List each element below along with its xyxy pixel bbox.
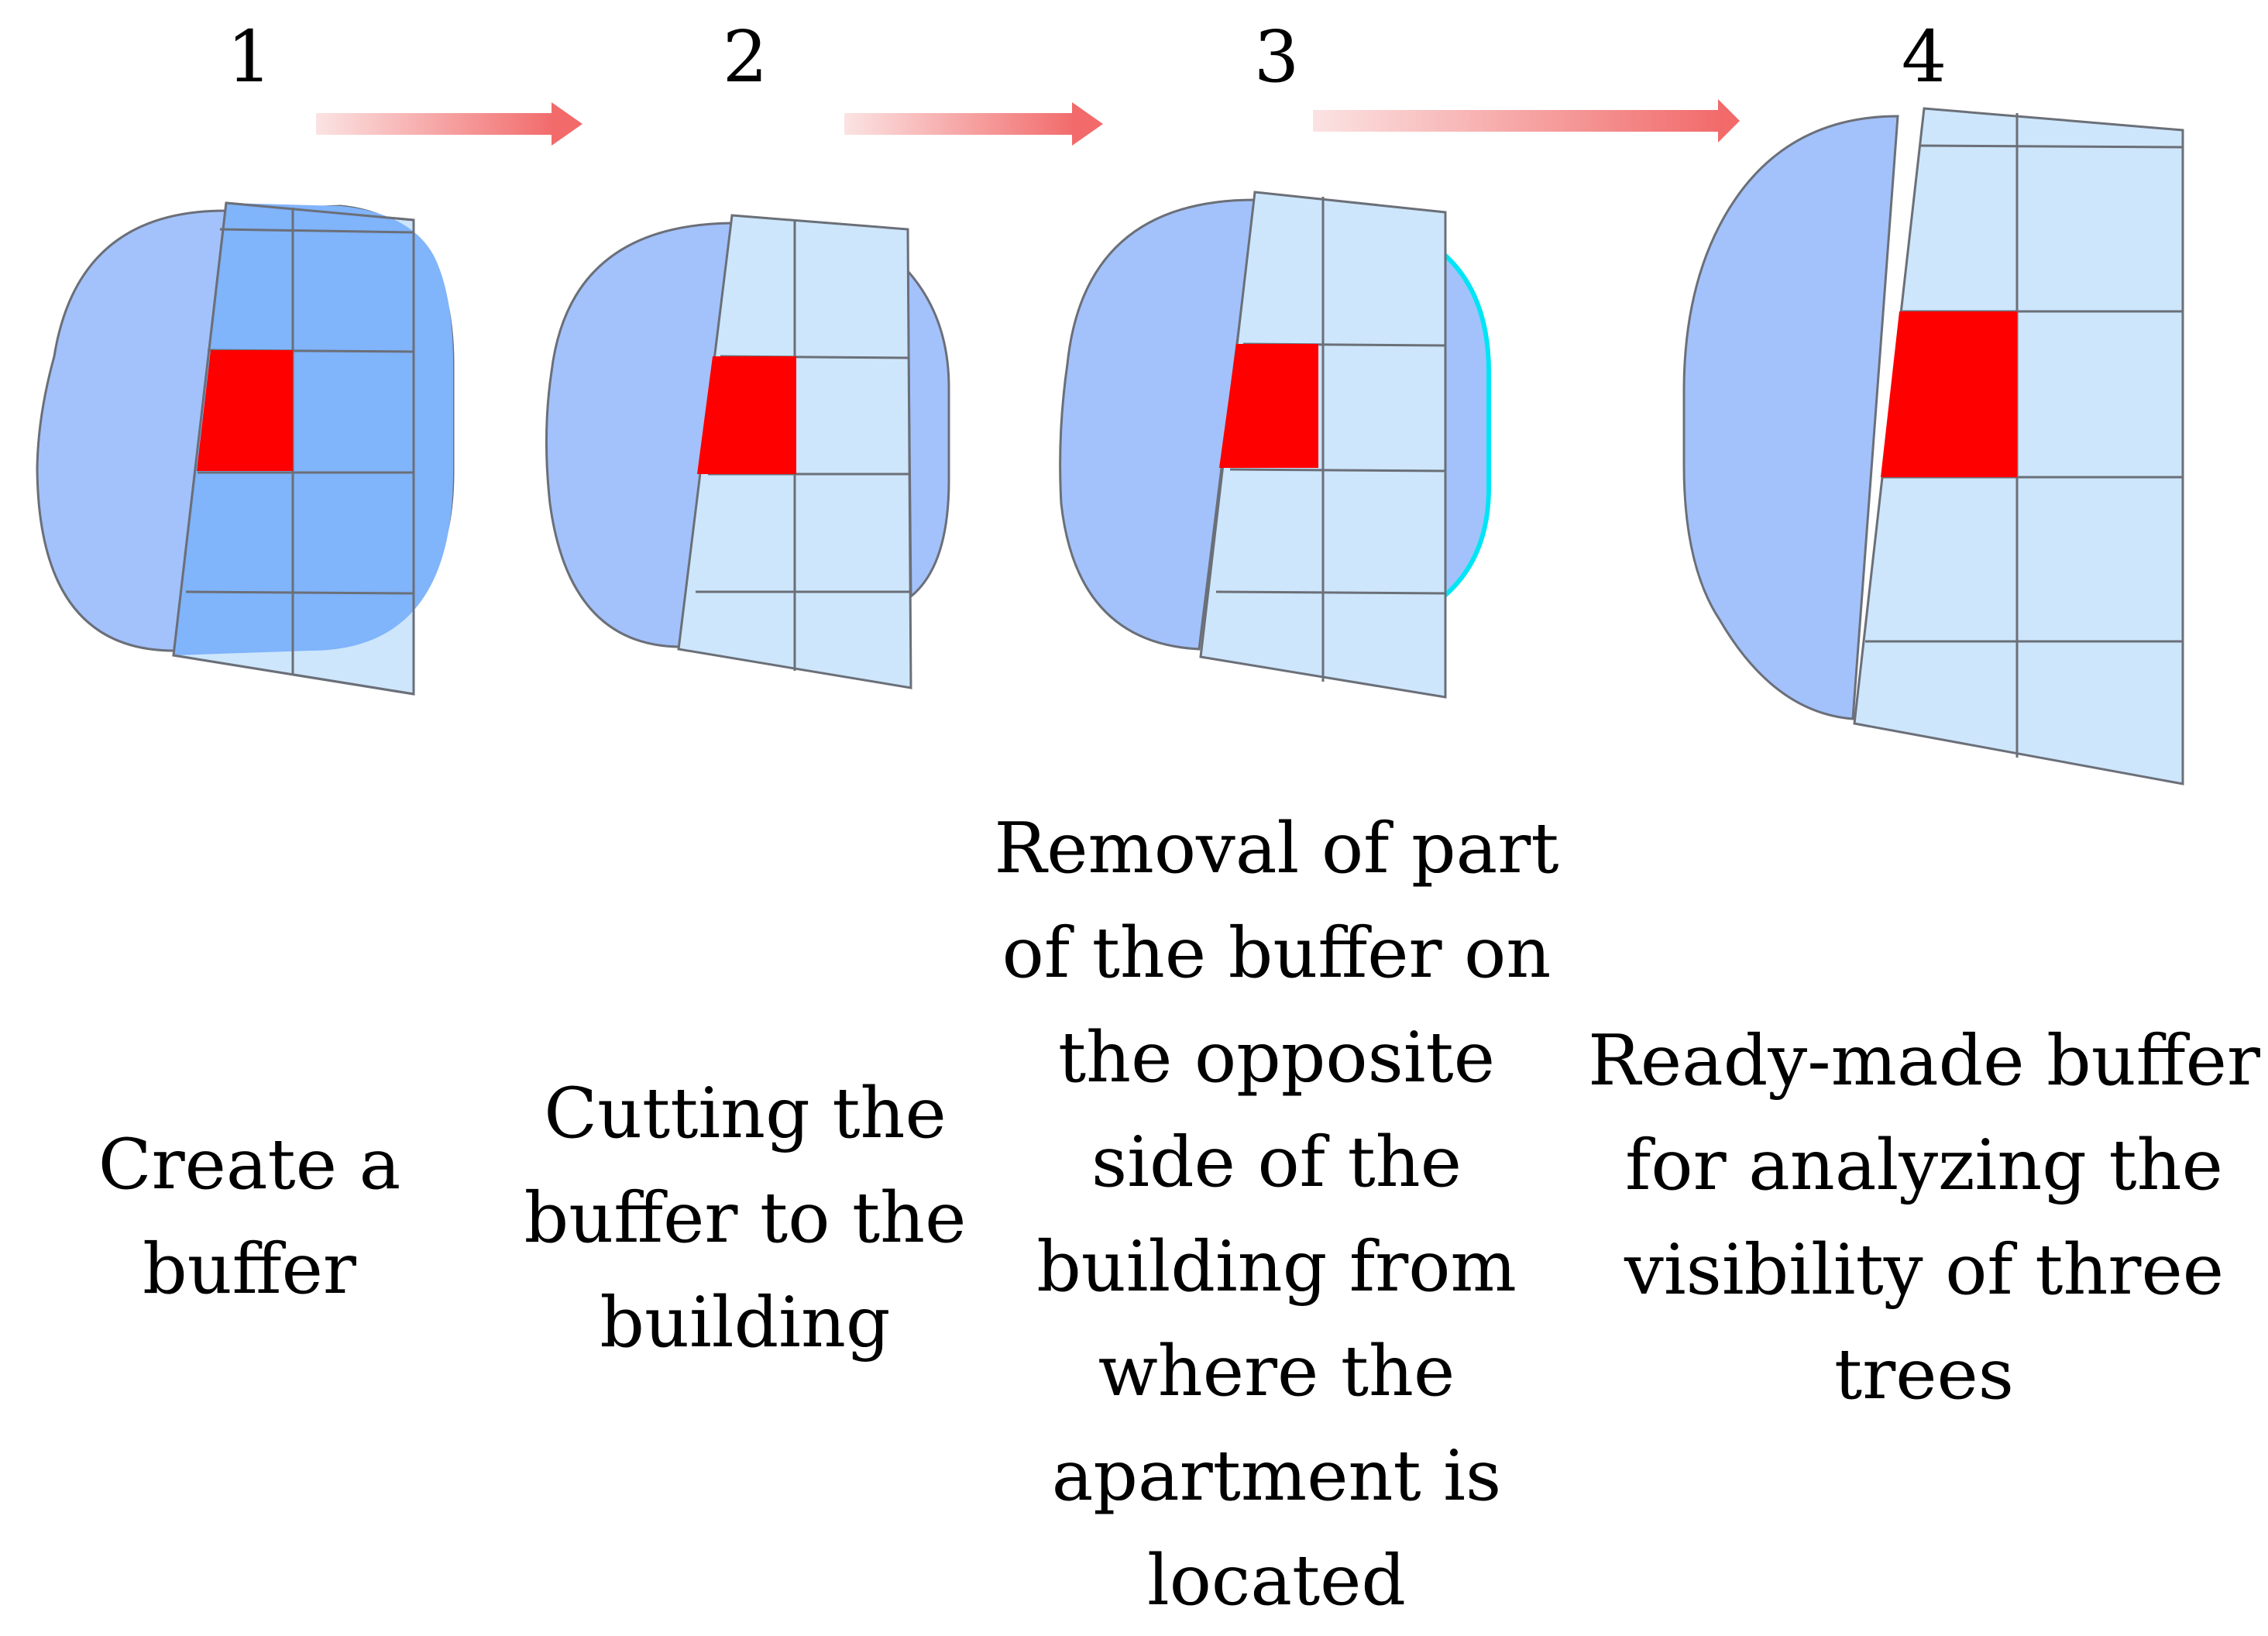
caption-line: trees — [1834, 1334, 2014, 1415]
caption-line: of the buffer on — [1002, 913, 1552, 994]
caption-line: buffer — [143, 1229, 356, 1310]
caption-line: the opposite — [1057, 1017, 1495, 1098]
step-number-1: 1 — [226, 15, 273, 98]
step-3-illustration — [1059, 191, 1491, 699]
building-4 — [1853, 107, 2184, 785]
step-caption-1: Create a buffer — [98, 1112, 401, 1322]
buffer-shape-4 — [1682, 115, 1899, 720]
caption-line: Create a — [98, 1124, 401, 1205]
buffer-right-sliver-2 — [906, 267, 950, 600]
caption-line: building from — [1036, 1226, 1517, 1308]
buffer-overlap-1 — [174, 203, 453, 655]
caption-line: Ready-made buffer — [1588, 1020, 2260, 1102]
buffer-shape-3 — [1059, 198, 1256, 651]
arrow-3-to-4 — [1313, 99, 1740, 143]
step-number-2: 2 — [722, 15, 768, 98]
caption-line: for analyzing the — [1625, 1125, 2223, 1206]
step-caption-3: Removal of part of the buffer on the opp… — [994, 796, 1558, 1633]
step-2-illustration — [545, 214, 950, 689]
step-1-illustration — [36, 201, 455, 696]
step-number-3: 3 — [1253, 15, 1300, 98]
caption-line: where the — [1098, 1331, 1455, 1412]
buffer-shape-2 — [545, 222, 734, 648]
step-caption-4: Ready-made buffer for analyzing the visi… — [1588, 1009, 2260, 1427]
caption-line: building — [600, 1282, 891, 1363]
step-caption-2: Cutting the buffer to the building — [524, 1061, 967, 1375]
caption-line: Removal of part — [994, 808, 1559, 889]
apartment-4 — [1881, 311, 2017, 477]
caption-line: side of the — [1091, 1122, 1462, 1203]
step-4-illustration — [1682, 107, 2184, 785]
caption-line: located — [1146, 1540, 1407, 1621]
caption-line: apartment is — [1051, 1435, 1502, 1517]
apartment-1 — [197, 350, 293, 471]
apartment-3 — [1219, 344, 1318, 468]
caption-line: buffer to the — [524, 1177, 967, 1259]
arrow-1-to-2 — [316, 102, 582, 146]
caption-line: Cutting the — [544, 1073, 947, 1154]
step-number-4: 4 — [1901, 15, 1947, 98]
apartment-2 — [697, 356, 796, 474]
caption-line: visibility of three — [1624, 1229, 2224, 1311]
arrow-2-to-3 — [844, 102, 1103, 146]
removed-buffer-part-3 — [1442, 249, 1491, 602]
